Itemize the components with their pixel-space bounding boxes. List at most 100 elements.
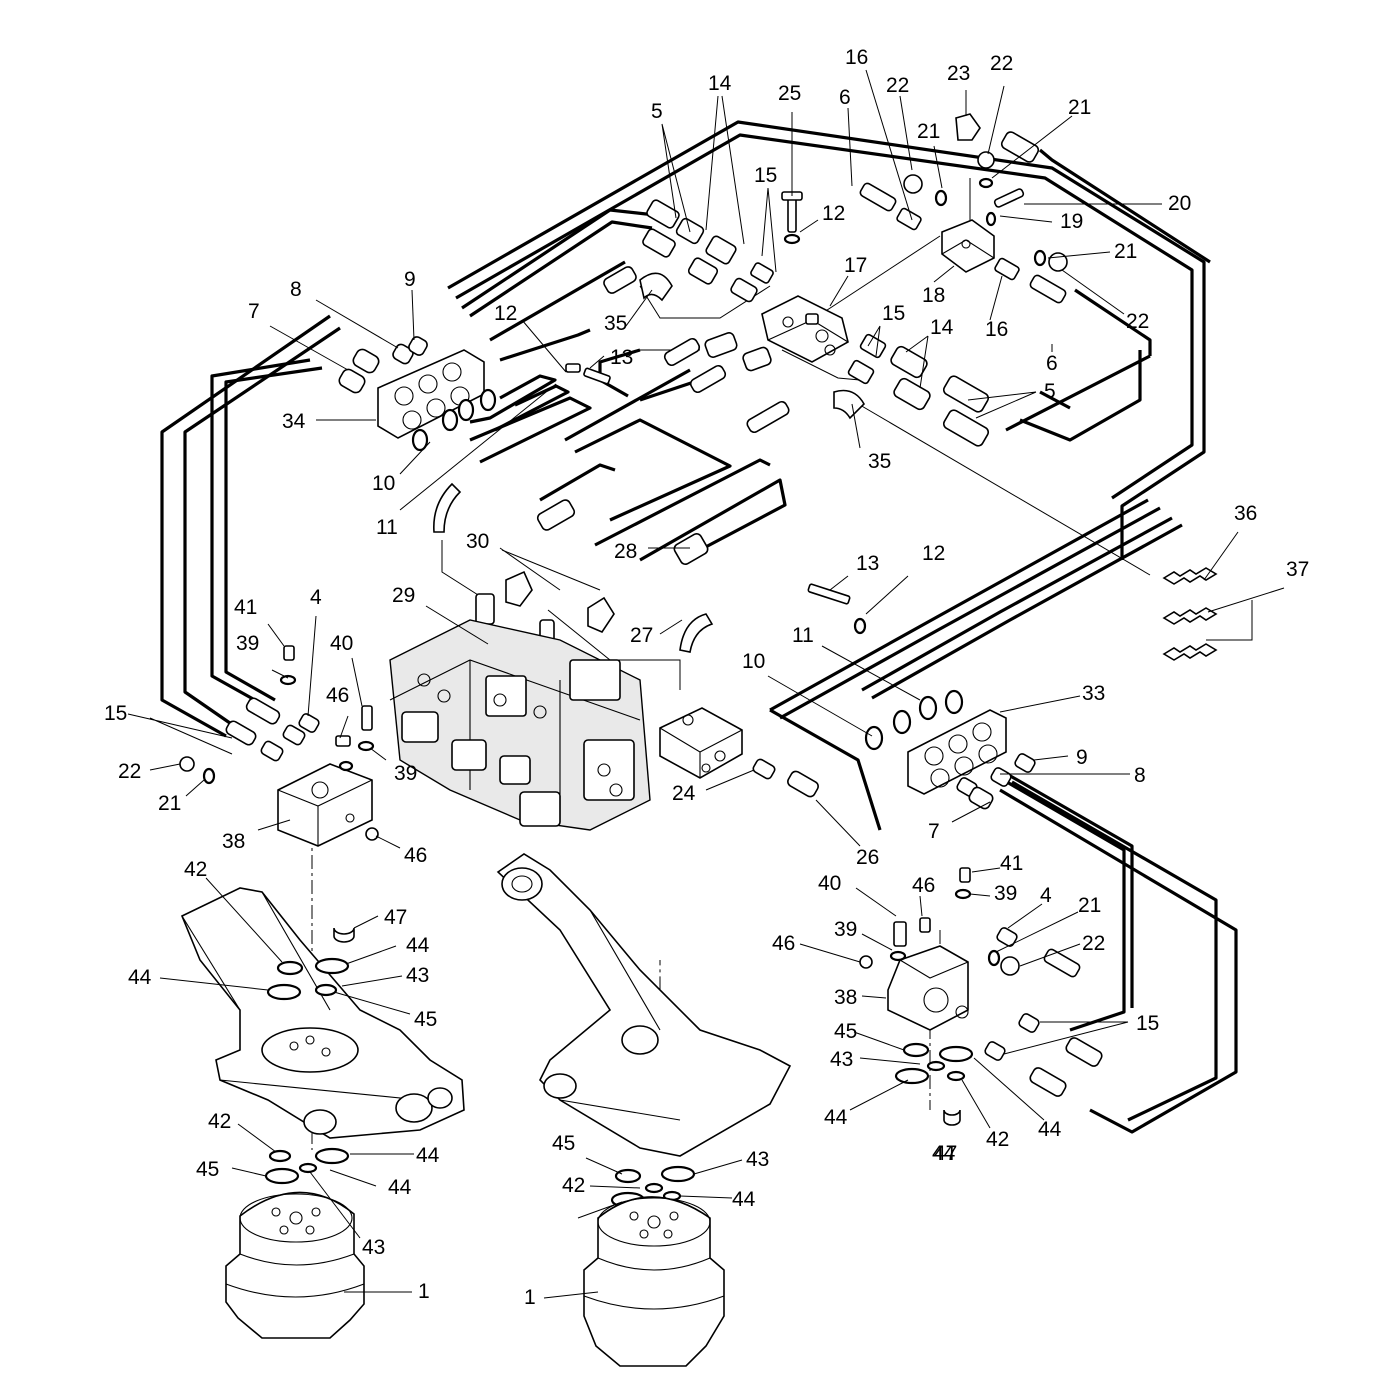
- callout-label: 21: [917, 120, 940, 143]
- callout-label: 8: [1134, 764, 1146, 787]
- callout-label: 39: [834, 918, 857, 941]
- callout-label: 46: [912, 874, 935, 897]
- callout-label: 12: [494, 302, 517, 325]
- callout-label: 37: [1286, 558, 1309, 581]
- callout-label: 13: [856, 552, 879, 575]
- callout-label: 11: [376, 516, 398, 539]
- control-valve-block: [389, 619, 651, 831]
- callout-label: 16: [985, 318, 1008, 341]
- hose-lines: [160, 120, 1238, 1134]
- callout-label: 29: [392, 584, 415, 607]
- callout-label: 40: [818, 872, 841, 895]
- callout-label: 21: [1078, 894, 1101, 917]
- callout-label: 44: [824, 1106, 848, 1129]
- callout-label: 15: [1136, 1012, 1159, 1035]
- callout-label: 43: [362, 1236, 385, 1259]
- callout-label: 25: [778, 82, 801, 105]
- callout-label: 15: [882, 302, 905, 325]
- callout-label: 46: [404, 844, 427, 867]
- callout-label: 35: [868, 450, 891, 473]
- callout-label: 42: [986, 1128, 1009, 1151]
- left-track-frame: [180, 887, 465, 1139]
- callout-label: 9: [404, 268, 416, 291]
- callout-label: 20: [1168, 192, 1191, 215]
- callout-label: 44: [932, 1142, 956, 1165]
- callout-label: 30: [466, 530, 489, 553]
- callout-label: 28: [614, 540, 637, 563]
- callout-label: 15: [754, 164, 777, 187]
- callout-label: 6: [839, 86, 851, 109]
- callout-label: 39: [236, 632, 259, 655]
- callout-label: 40: [330, 632, 353, 655]
- hose-fittings: [433, 113, 1068, 653]
- travel-motors: [225, 1191, 725, 1367]
- callout-label: 22: [886, 74, 909, 97]
- callout-label: 41: [1000, 852, 1023, 875]
- callout-leaders: [127, 69, 1285, 1299]
- callout-label: 26: [856, 846, 879, 869]
- callout-label: 46: [326, 684, 349, 707]
- callout-label: 1: [524, 1286, 536, 1309]
- flange-plates: [338, 336, 1036, 810]
- callout-label: 42: [562, 1174, 585, 1197]
- callout-label: 10: [742, 650, 765, 673]
- callout-label: 13: [610, 346, 633, 369]
- callout-label: 22: [1082, 932, 1105, 955]
- callout-label: 47: [384, 906, 407, 929]
- callout-label: 4: [1040, 884, 1052, 907]
- callout-label: 16: [845, 46, 868, 69]
- callout-label: 17: [844, 254, 867, 277]
- callout-label: 10: [372, 472, 395, 495]
- callout-label: 18: [922, 284, 945, 307]
- callout-label: 43: [406, 964, 429, 987]
- callout-label: 41: [234, 596, 257, 619]
- manifold-blocks: [659, 219, 995, 779]
- callout-label: 12: [922, 542, 945, 565]
- callout-label: 44: [406, 934, 430, 957]
- callout-label: 42: [208, 1110, 231, 1133]
- callout-label: 8: [290, 278, 302, 301]
- callout-label: 45: [834, 1020, 857, 1043]
- callout-labels: 16 22 23 22 14 25 6 21 21 5 15 20 12 19 …: [104, 46, 1309, 1309]
- callout-label: 34: [282, 410, 306, 433]
- callout-label: 42: [184, 858, 207, 881]
- callout-label: 39: [994, 882, 1017, 905]
- callout-label: 15: [104, 702, 127, 725]
- callout-label: 44: [732, 1188, 756, 1211]
- callout-label: 43: [830, 1048, 853, 1071]
- callout-label: 33: [1082, 682, 1105, 705]
- callout-label: 11: [792, 624, 814, 647]
- callout-label: 6: [1046, 352, 1058, 375]
- callout-label: 39: [394, 762, 417, 785]
- callout-label: 19: [1060, 210, 1083, 233]
- callout-label: 12: [822, 202, 845, 225]
- callout-label: 14: [930, 316, 954, 339]
- callout-label: 14: [708, 72, 732, 95]
- callout-label: 45: [414, 1008, 437, 1031]
- callout-label: 21: [1114, 240, 1137, 263]
- callout-label: 36: [1234, 502, 1257, 525]
- callout-label: 23: [947, 62, 970, 85]
- callout-label: 44: [1038, 1118, 1062, 1141]
- callout-label: 38: [222, 830, 245, 853]
- callout-label: 1: [418, 1280, 430, 1303]
- callout-label: 22: [118, 760, 141, 783]
- callout-label: 9: [1076, 746, 1088, 769]
- callout-label: 43: [746, 1148, 769, 1171]
- callout-label: 5: [651, 100, 663, 123]
- callout-label: 5: [1044, 380, 1056, 403]
- callout-label: 38: [834, 986, 857, 1009]
- callout-label: 24: [672, 782, 696, 805]
- callout-label: 35: [604, 312, 627, 335]
- right-track-frame: [496, 853, 792, 1157]
- callout-label: 46: [772, 932, 795, 955]
- callout-label: 22: [990, 52, 1013, 75]
- callout-label: 22: [1126, 310, 1149, 333]
- callout-label: 27: [630, 624, 653, 647]
- callout-label: 44: [388, 1176, 412, 1199]
- callout-label: 44: [416, 1144, 440, 1167]
- callout-label: 45: [552, 1132, 575, 1155]
- callout-label: 21: [158, 792, 181, 815]
- small-bolts: [179, 313, 1103, 1126]
